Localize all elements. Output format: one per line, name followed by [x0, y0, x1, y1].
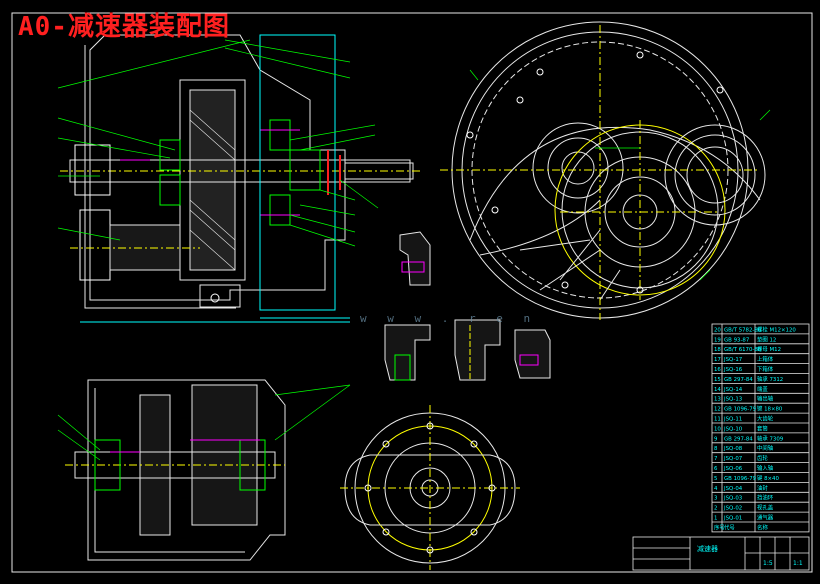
parts-row-name: 键 18×80 [757, 405, 783, 413]
parts-row-number: 18 [714, 347, 721, 353]
parts-row-name: 上箱体 [757, 355, 774, 363]
title-block [632, 536, 810, 571]
parts-row-number: 20 [714, 327, 721, 333]
parts-row-code: JSQ-03 [723, 496, 742, 502]
parts-row-number: 15 [714, 377, 721, 383]
parts-row-name: 输入轴 [757, 464, 773, 472]
parts-row-number: 11 [714, 417, 721, 423]
parts-row-name: 大齿轮 [757, 415, 774, 423]
parts-row-code: JSQ-10 [723, 426, 743, 432]
drawing-title: A0-减速器装配图 [18, 12, 230, 42]
parts-row-name: 端盖 [757, 385, 768, 393]
parts-row-number: 16 [714, 367, 721, 373]
parts-row-number: 6 [714, 466, 718, 472]
parts-row-code: GB/T 6170-86 [724, 347, 762, 353]
parts-row-number: 序号 [714, 523, 725, 531]
parts-row-name: 键 8×40 [757, 474, 779, 482]
parts-row-name: 通气器 [757, 514, 774, 522]
parts-row-number: 13 [714, 397, 721, 403]
parts-row-code: JSQ-11 [723, 417, 742, 423]
parts-row-code: JSQ-06 [723, 466, 743, 472]
parts-row-code: JSQ-07 [723, 456, 742, 462]
parts-row-code: GB 297-84 [724, 436, 753, 442]
parts-row-number: 19 [714, 337, 721, 343]
end-view-right [440, 21, 771, 320]
parts-row-code: JSQ-01 [723, 516, 742, 522]
section-view-top [57, 34, 420, 323]
parts-row-code: JSQ-08 [723, 446, 743, 452]
parts-row-code: JSQ-14 [723, 387, 743, 393]
parts-row-number: 17 [714, 357, 721, 363]
parts-row-name: 套筒 [757, 424, 768, 432]
parts-row-name: 轴承 7309 [757, 434, 784, 442]
title-block-sheet: 1:1 [793, 560, 803, 567]
parts-row-number: 2 [714, 506, 717, 512]
parts-row-code: JSQ-13 [723, 397, 742, 403]
parts-row-code: GB 1096-79 [724, 476, 757, 482]
parts-row-code: JSQ-04 [723, 486, 743, 492]
parts-row-number: 3 [714, 496, 717, 502]
parts-row-code: JSQ-17 [723, 357, 742, 363]
title-block-scale: 1:5 [763, 560, 773, 567]
parts-row-number: 14 [714, 387, 721, 393]
parts-row-name: 垫圈 12 [757, 335, 776, 343]
parts-row-code: GB/T 5782-86 [724, 327, 762, 333]
parts-table-frame [711, 323, 810, 533]
parts-row-name: 中间轴 [757, 444, 773, 452]
watermark-text: w w w . r e n [360, 312, 538, 325]
section-view-bottom [57, 379, 351, 561]
parts-row-number: 8 [714, 446, 718, 452]
detail-views [384, 231, 551, 381]
parts-row-name: 螺栓 M12×120 [757, 325, 796, 333]
parts-row-name: 轴承 7312 [757, 375, 783, 383]
parts-row-number: 10 [714, 426, 721, 432]
parts-row-number: 9 [714, 436, 718, 442]
parts-row-name: 挡油环 [757, 494, 774, 502]
parts-row-name: 油封 [757, 484, 768, 492]
parts-row-name: 螺母 M12 [757, 345, 781, 353]
parts-row-name: 名称 [757, 523, 768, 531]
parts-row-code: 代号 [724, 523, 735, 531]
parts-row-number: 5 [714, 476, 717, 482]
parts-row-name: 视孔盖 [757, 504, 774, 512]
parts-row-name: 齿轮 [757, 454, 768, 462]
title-block-drawing-name: 减速器 [697, 544, 718, 553]
parts-row-number: 7 [714, 456, 717, 462]
parts-row-code: JSQ-16 [723, 367, 743, 373]
parts-row-code: JSQ-02 [723, 506, 742, 512]
parts-row-code: GB 1096-79 [724, 407, 757, 413]
parts-row-number: 4 [714, 486, 718, 492]
parts-row-name: 输出轴 [757, 395, 773, 403]
flange-view [340, 405, 520, 570]
parts-row-code: GB 297-84 [724, 377, 753, 383]
parts-row-code: GB 93-87 [724, 337, 749, 343]
parts-row-number: 1 [714, 516, 717, 522]
parts-row-number: 12 [714, 407, 721, 413]
sheet-border [11, 12, 813, 573]
parts-row-name: 下箱体 [757, 365, 774, 373]
